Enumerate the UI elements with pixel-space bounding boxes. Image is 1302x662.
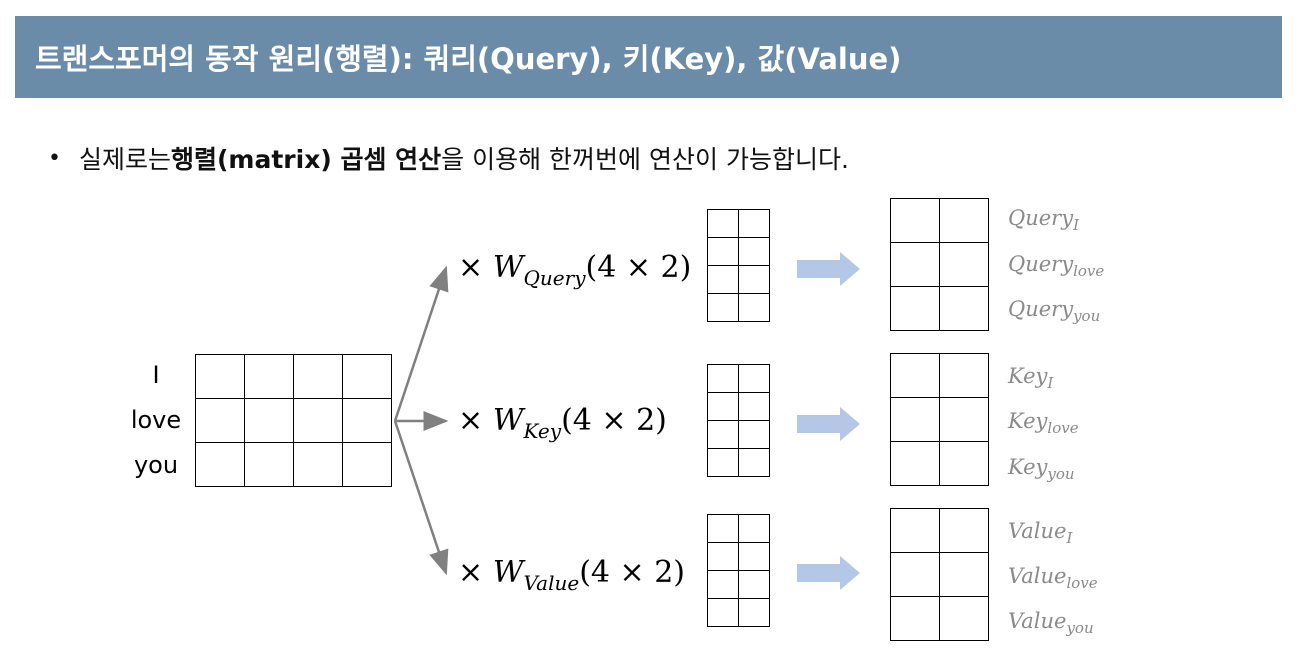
label-value-i: ValueI — [1008, 519, 1073, 547]
label-key-you: Keyyou — [1008, 455, 1075, 483]
weight-dims: (4 × 2) — [585, 250, 692, 285]
label-key-i: KeyI — [1008, 364, 1054, 392]
label-query-i: QueryI — [1008, 206, 1080, 234]
block-arrow-value — [797, 556, 860, 590]
weight-symbol: W — [492, 555, 524, 590]
slide-header: 트랜스포머의 동작 원리(행렬): 쿼리(Query), 키(Key), 값(V… — [15, 16, 1282, 98]
weight-matrix-key — [707, 364, 770, 477]
weight-dims: (4 × 2) — [579, 555, 685, 590]
block-arrow-key — [797, 407, 860, 441]
arrow-to-value — [393, 420, 449, 576]
input-matrix — [195, 354, 392, 487]
weight-subscript-key: Key — [523, 419, 562, 443]
input-row-label-you: you — [133, 451, 179, 479]
bullet-dot: • — [48, 145, 61, 171]
times-sign: × — [458, 403, 484, 438]
label-value-love: Valuelove — [1008, 564, 1098, 592]
weight-dims: (4 × 2) — [561, 403, 667, 438]
block-arrow-query — [797, 252, 860, 286]
label-value-you: Valueyou — [1008, 609, 1094, 637]
times-sign: × — [458, 555, 484, 590]
output-matrix-key — [890, 353, 989, 486]
formula-value: × WValue(4 × 2) — [458, 555, 685, 595]
output-matrix-value — [890, 508, 989, 641]
arrow-to-query — [393, 265, 449, 422]
formula-key: × WKey(4 × 2) — [458, 403, 667, 443]
weight-matrix-query — [707, 209, 770, 322]
input-row-label-i: I — [152, 361, 160, 389]
bullet-text-post: 을 이용해 한꺼번에 연산이 가능합니다. — [441, 145, 849, 174]
slide-title: 트랜스포머의 동작 원리(행렬): 쿼리(Query), 키(Key), 값(V… — [35, 42, 902, 76]
label-query-you: Queryyou — [1008, 297, 1101, 325]
weight-subscript-query: Query — [523, 266, 586, 290]
label-query-love: Querylove — [1008, 252, 1105, 280]
label-key-love: Keylove — [1008, 409, 1079, 437]
weight-matrix-value — [707, 514, 770, 627]
weight-symbol: W — [492, 250, 524, 285]
input-row-label-love: love — [130, 406, 182, 434]
weight-subscript-value: Value — [523, 571, 580, 595]
times-sign: × — [458, 250, 484, 285]
output-matrix-query — [890, 198, 989, 331]
formula-query: × WQuery(4 × 2) — [458, 250, 691, 290]
weight-symbol: W — [492, 403, 524, 438]
bullet-text-pre: 실제로는 — [78, 145, 171, 174]
bullet-text-bold: 행렬(matrix) 곱셈 연산 — [171, 145, 442, 174]
